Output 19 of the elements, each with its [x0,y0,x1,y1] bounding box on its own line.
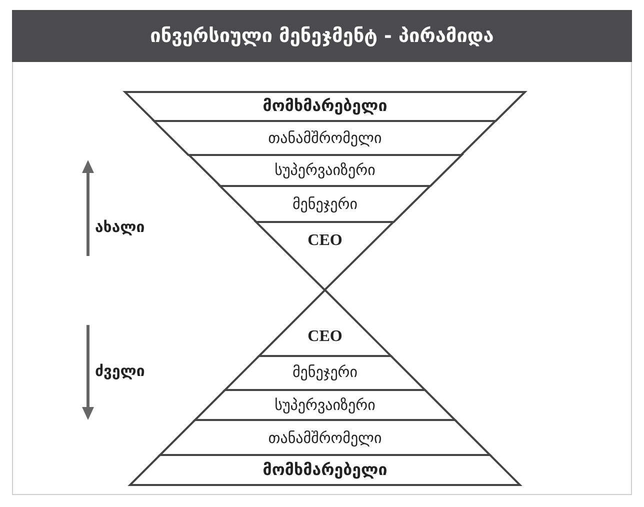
level-label: მომხმარებელი [262,96,388,116]
pyramid-level [259,290,391,356]
level-label: მენეჯერი [291,194,358,214]
level-label: CEO [306,327,344,347]
level-label: სუპერვაიზერი [274,395,376,415]
pyramid-level [125,92,525,121]
pyramid-level [256,222,394,290]
level-label: მომხმარებელი [262,460,388,480]
direction-label: ძველი [95,362,145,380]
level-label: CEO [306,231,344,251]
level-label: მენეჯერი [291,362,359,382]
pyramid-level [220,186,430,222]
level-label: თანამშრომელი [267,428,383,448]
direction-label: ახალი [95,218,145,236]
level-label: სუპერვაიზერი [274,160,376,180]
pyramid-level [225,356,425,390]
level-label: თანამშრომელი [267,128,383,148]
pyramid-level [130,455,520,485]
title: ინვერსიული მენეჯმენტ - პირამიდა [150,25,494,47]
